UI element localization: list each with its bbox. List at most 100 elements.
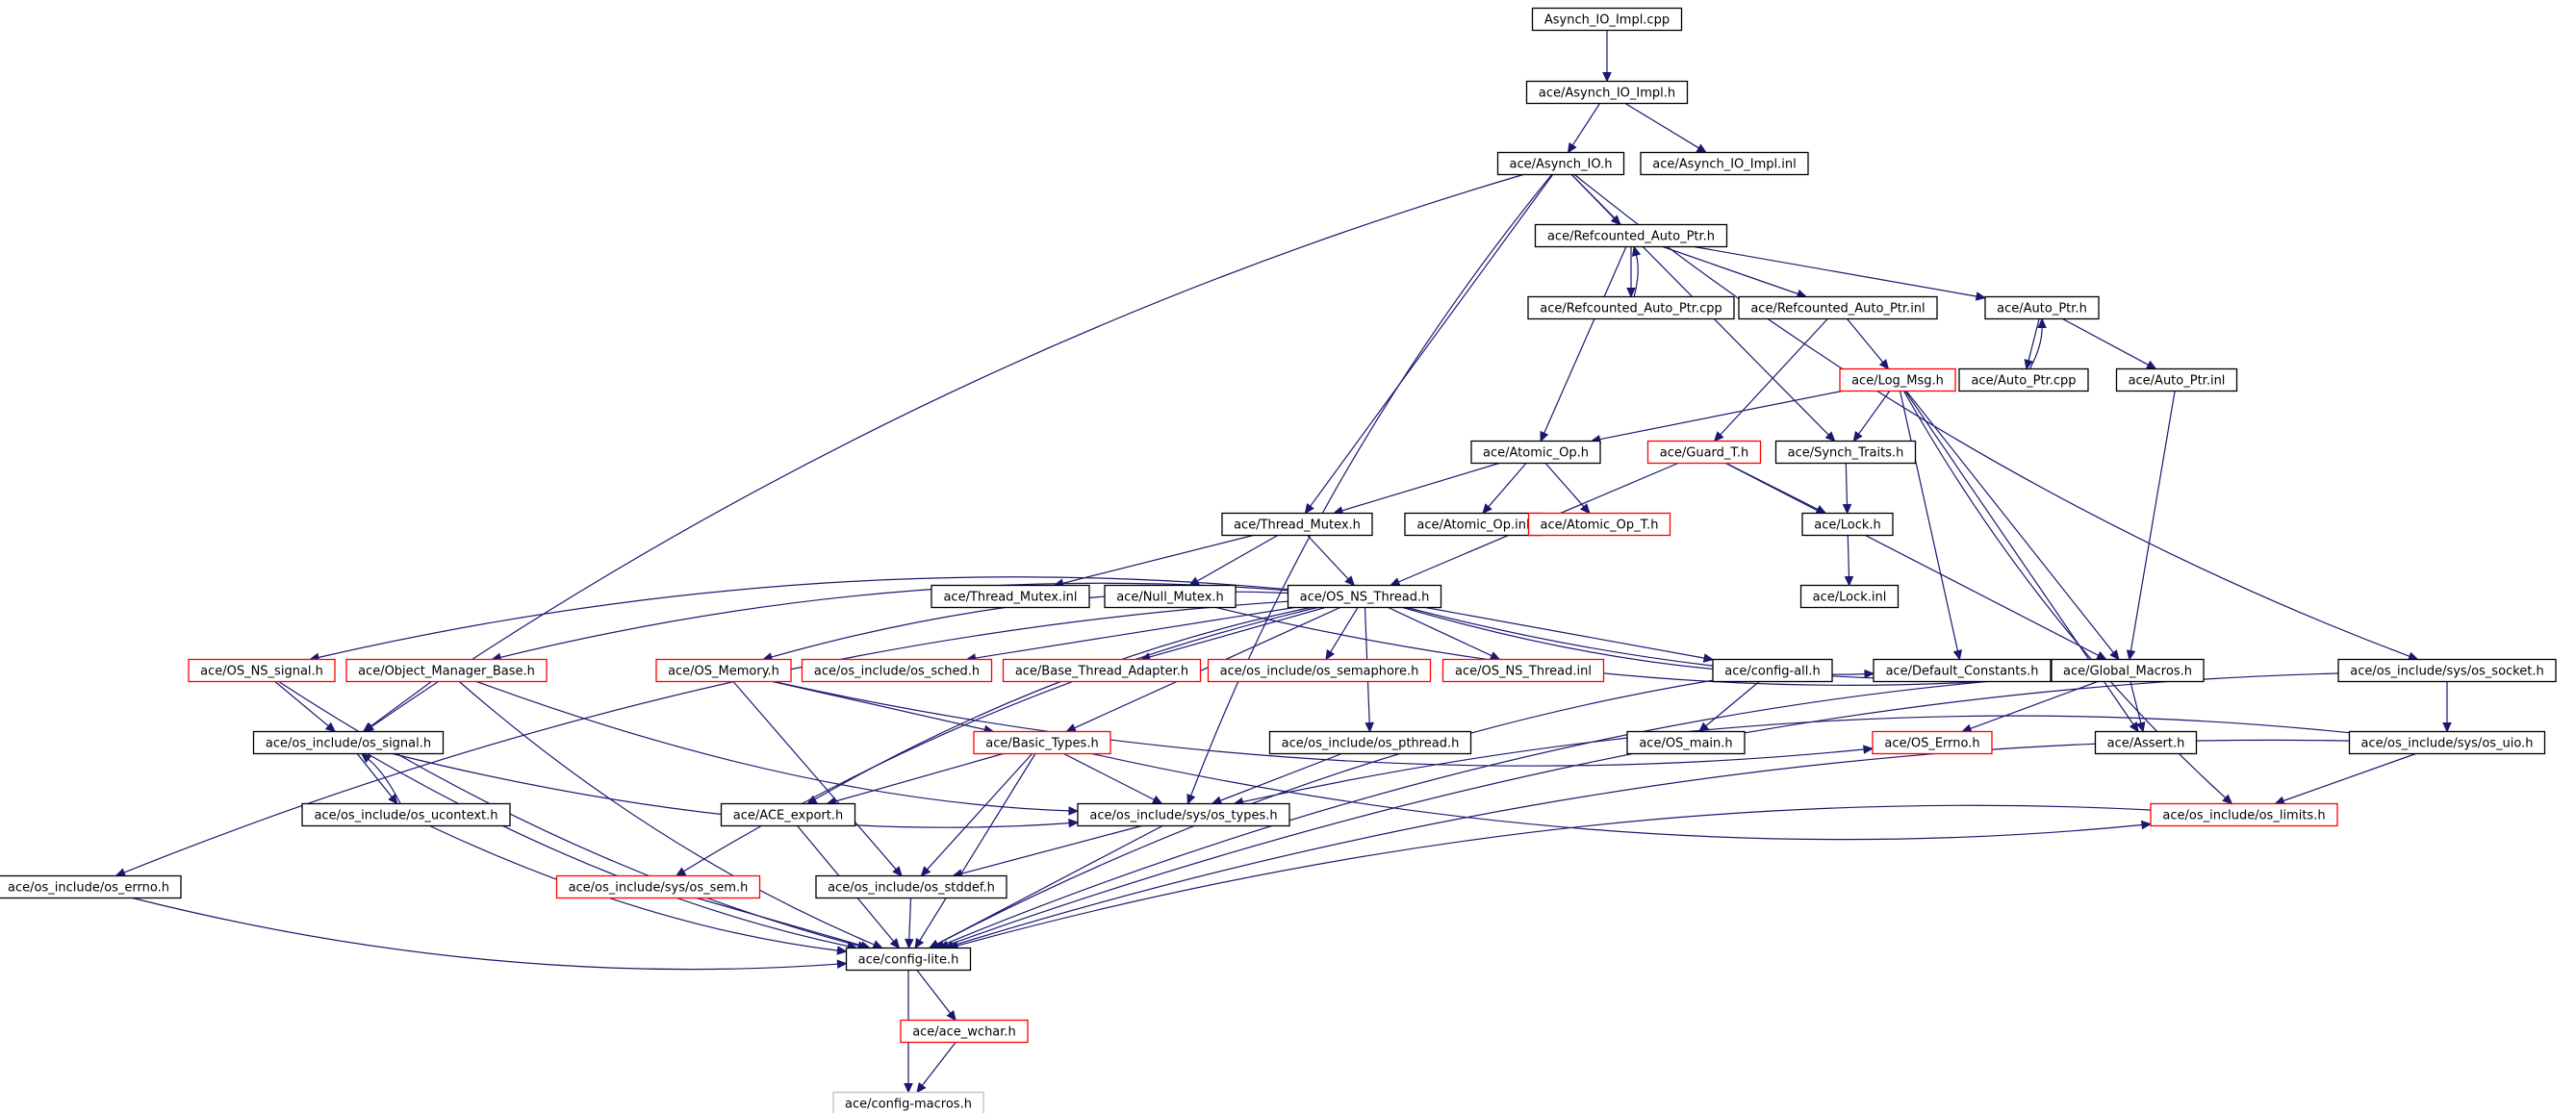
node-box[interactable] <box>655 658 792 683</box>
node-os-errno-ace-h[interactable]: ace/OS_Errno.h <box>1872 730 1993 755</box>
node-box[interactable] <box>0 874 182 899</box>
node-base-thread-adapter-h[interactable]: ace/Base_Thread_Adapter.h <box>1002 658 1202 683</box>
node-refcounted-auto-ptr-cpp[interactable]: ace/Refcounted_Auto_Ptr.cpp <box>1527 295 1735 320</box>
edge-os_uio_h-to-os_limits_h <box>2274 752 2416 805</box>
node-box[interactable] <box>1799 584 1900 609</box>
node-box[interactable] <box>1873 658 2052 683</box>
node-box[interactable] <box>931 584 1090 609</box>
node-box[interactable] <box>845 947 972 972</box>
node-box[interactable] <box>1872 730 1993 755</box>
node-os-ns-thread-h[interactable]: ace/OS_NS_Thread.h <box>1287 584 1442 609</box>
node-box[interactable] <box>1774 440 1917 465</box>
node-os-sem-h[interactable]: ace/os_include/sys/os_sem.h <box>555 874 761 899</box>
node-box[interactable] <box>801 658 993 683</box>
node-os-memory-h[interactable]: ace/OS_Memory.h <box>655 658 792 683</box>
node-os-limits-h[interactable]: ace/os_include/os_limits.h <box>2150 802 2338 827</box>
node-auto-ptr-h[interactable]: ace/Auto_Ptr.h <box>1984 295 2100 320</box>
node-object-manager-base-h[interactable]: ace/Object_Manager_Base.h <box>345 658 548 683</box>
node-box[interactable] <box>252 730 445 755</box>
node-asynch-io-impl-h[interactable]: ace/Asynch_IO_Impl.h <box>1525 80 1689 105</box>
node-os-pthread-h[interactable]: ace/os_include/os_pthread.h <box>1268 730 1472 755</box>
node-box[interactable] <box>1525 80 1689 105</box>
node-box[interactable] <box>1958 367 2089 392</box>
node-guard-t-h[interactable]: ace/Guard_T.h <box>1646 440 1762 465</box>
node-config-lite-h[interactable]: ace/config-lite.h <box>845 947 972 972</box>
node-box[interactable] <box>815 874 1007 899</box>
node-root[interactable]: Asynch_IO_Impl.cpp <box>1531 7 1683 32</box>
node-synch-traits-h[interactable]: ace/Synch_Traits.h <box>1774 440 1917 465</box>
node-os-ns-signal-h[interactable]: ace/OS_NS_signal.h <box>188 658 336 683</box>
node-box[interactable] <box>188 658 336 683</box>
node-box[interactable] <box>1534 223 1728 248</box>
node-auto-ptr-cpp[interactable]: ace/Auto_Ptr.cpp <box>1958 367 2089 392</box>
node-box[interactable] <box>1738 295 1938 320</box>
node-config-macros-h[interactable]: ace/config-macros.h <box>832 1091 984 1113</box>
node-box[interactable] <box>1496 151 1625 176</box>
node-refcounted-auto-ptr-h[interactable]: ace/Refcounted_Auto_Ptr.h <box>1534 223 1728 248</box>
node-os-main-h[interactable]: ace/OS_main.h <box>1626 730 1746 755</box>
node-os-errno-h[interactable]: ace/os_include/os_errno.h <box>0 874 182 899</box>
node-box[interactable] <box>2094 730 2198 755</box>
node-box[interactable] <box>2348 730 2546 755</box>
node-os-ucontext-h[interactable]: ace/os_include/os_ucontext.h <box>301 802 511 827</box>
node-thread-mutex-h[interactable]: ace/Thread_Mutex.h <box>1221 512 1373 537</box>
node-box[interactable] <box>720 802 856 827</box>
node-os-uio-h[interactable]: ace/os_include/sys/os_uio.h <box>2348 730 2546 755</box>
node-box[interactable] <box>1801 512 1894 537</box>
node-os-sched-h[interactable]: ace/os_include/os_sched.h <box>801 658 993 683</box>
node-box[interactable] <box>1441 658 1605 683</box>
node-thread-mutex-inl[interactable]: ace/Thread_Mutex.inl <box>931 584 1090 609</box>
node-atomic-op-h[interactable]: ace/Atomic_Op.h <box>1470 440 1601 465</box>
node-box[interactable] <box>1002 658 1202 683</box>
node-os-stddef-h[interactable]: ace/os_include/os_stddef.h <box>815 874 1007 899</box>
node-lock-h[interactable]: ace/Lock.h <box>1801 512 1894 537</box>
node-box[interactable] <box>1268 730 1472 755</box>
node-box[interactable] <box>2051 658 2205 683</box>
node-asynch-io-impl-inl[interactable]: ace/Asynch_IO_Impl.inl <box>1640 151 1809 176</box>
node-refcounted-auto-ptr-inl[interactable]: ace/Refcounted_Auto_Ptr.inl <box>1738 295 1938 320</box>
node-null-mutex-h[interactable]: ace/Null_Mutex.h <box>1104 584 1237 609</box>
node-asynch-io-h[interactable]: ace/Asynch_IO.h <box>1496 151 1625 176</box>
node-box[interactable] <box>1527 295 1735 320</box>
node-box[interactable] <box>1626 730 1746 755</box>
node-box[interactable] <box>973 730 1111 755</box>
node-config-all-h[interactable]: ace/config-all.h <box>1712 658 1833 683</box>
node-assert-h[interactable]: ace/Assert.h <box>2094 730 2198 755</box>
node-lock-inl[interactable]: ace/Lock.inl <box>1799 584 1900 609</box>
node-box[interactable] <box>1984 295 2100 320</box>
node-box[interactable] <box>1839 367 1956 392</box>
node-ace-wchar-h[interactable]: ace/ace_wchar.h <box>900 1019 1029 1044</box>
node-box[interactable] <box>2337 658 2557 683</box>
node-ace-export-h[interactable]: ace/ACE_export.h <box>720 802 856 827</box>
node-box[interactable] <box>555 874 761 899</box>
node-box[interactable] <box>1287 584 1442 609</box>
node-box[interactable] <box>2150 802 2338 827</box>
node-box[interactable] <box>1527 512 1671 537</box>
node-log-msg-h[interactable]: ace/Log_Msg.h <box>1839 367 1956 392</box>
node-default-constants-h[interactable]: ace/Default_Constants.h <box>1873 658 2052 683</box>
node-box[interactable] <box>1646 440 1762 465</box>
node-box[interactable] <box>1470 440 1601 465</box>
node-atomic-op-inl[interactable]: ace/Atomic_Op.inl <box>1404 512 1543 537</box>
node-box[interactable] <box>1104 584 1237 609</box>
node-box[interactable] <box>900 1019 1029 1044</box>
node-box[interactable] <box>1712 658 1833 683</box>
node-box[interactable] <box>1077 802 1290 827</box>
node-atomic-op-t-h[interactable]: ace/Atomic_Op_T.h <box>1527 512 1671 537</box>
node-box[interactable] <box>1221 512 1373 537</box>
node-box[interactable] <box>1531 7 1683 32</box>
node-box[interactable] <box>832 1091 984 1113</box>
node-auto-ptr-inl[interactable]: ace/Auto_Ptr.inl <box>2115 367 2238 392</box>
node-box[interactable] <box>345 658 548 683</box>
node-box[interactable] <box>1640 151 1809 176</box>
node-box[interactable] <box>2115 367 2238 392</box>
node-os-types-h[interactable]: ace/os_include/sys/os_types.h <box>1077 802 1290 827</box>
node-global-macros-h[interactable]: ace/Global_Macros.h <box>2051 658 2205 683</box>
node-os-socket-h[interactable]: ace/os_include/sys/os_socket.h <box>2337 658 2557 683</box>
node-os-semaphore-h[interactable]: ace/os_include/os_semaphore.h <box>1207 658 1432 683</box>
node-basic-types-h[interactable]: ace/Basic_Types.h <box>973 730 1111 755</box>
node-os-signal-h[interactable]: ace/os_include/os_signal.h <box>252 730 445 755</box>
node-box[interactable] <box>301 802 511 827</box>
node-box[interactable] <box>1207 658 1432 683</box>
node-os-ns-thread-inl[interactable]: ace/OS_NS_Thread.inl <box>1441 658 1605 683</box>
